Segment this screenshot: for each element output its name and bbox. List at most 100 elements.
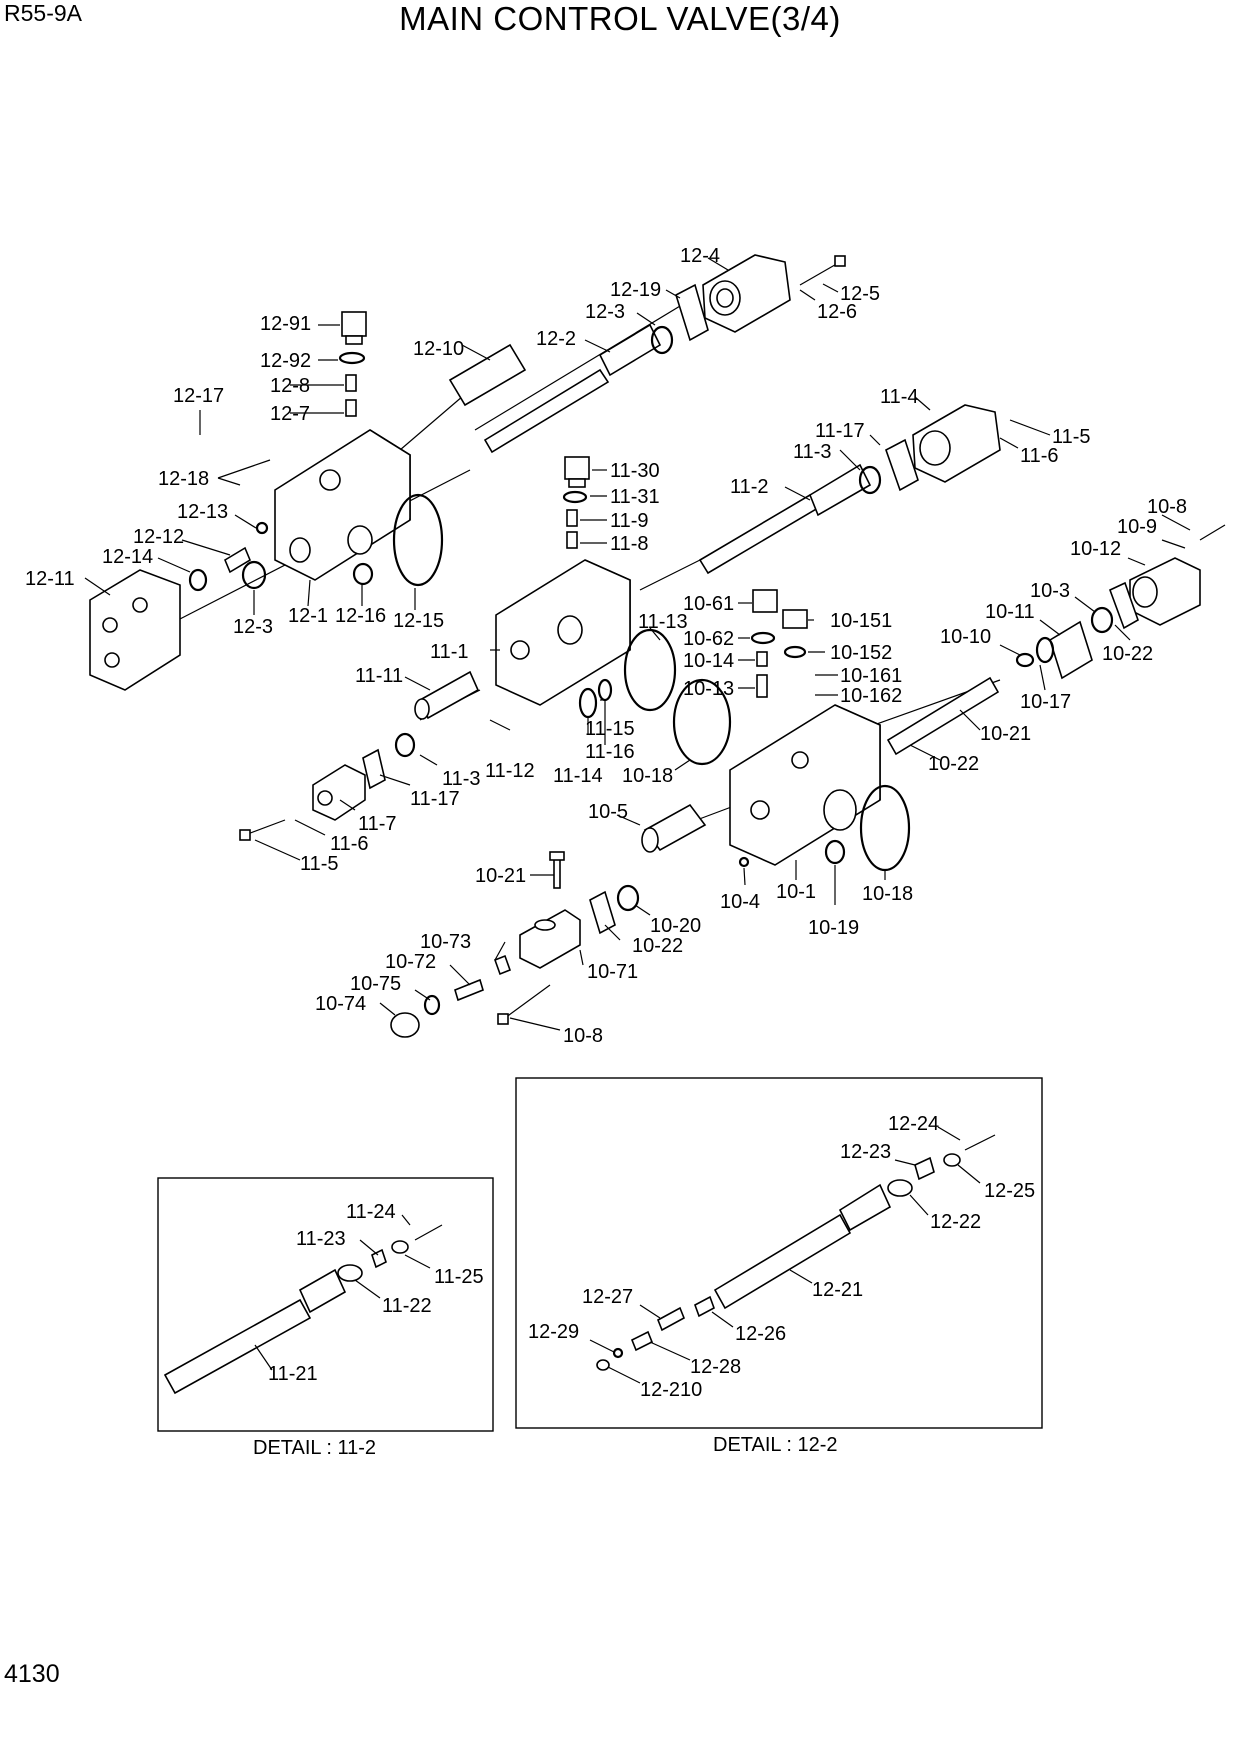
callout-11-5b: 11-5 bbox=[300, 853, 339, 875]
callout-11-3b: 11-3 bbox=[442, 768, 481, 790]
callout-12-6: 12-6 bbox=[817, 301, 857, 323]
callout-10-22c: 10-22 bbox=[632, 935, 683, 957]
detail-caption-11-2: DETAIL : 11-2 bbox=[253, 1437, 376, 1459]
model-number: R55-9A bbox=[4, 0, 82, 26]
callout-12-22: 12-22 bbox=[930, 1211, 981, 1233]
callout-10-12: 10-12 bbox=[1070, 538, 1121, 560]
callout-11-1: 11-1 bbox=[430, 641, 469, 663]
callout-10-62: 10-62 bbox=[683, 628, 734, 650]
callout-11-16: 11-16 bbox=[585, 741, 635, 763]
callout-10-21: 10-21 bbox=[980, 723, 1031, 745]
callout-10-8b: 10-8 bbox=[563, 1025, 603, 1047]
callout-12-2: 12-2 bbox=[536, 328, 576, 350]
callout-12-12: 12-12 bbox=[133, 526, 184, 548]
callout-10-4: 10-4 bbox=[720, 891, 760, 913]
callout-10-18b: 10-18 bbox=[862, 883, 913, 905]
callout-11-5: 11-5 bbox=[1052, 426, 1091, 448]
callout-12-8: 12-8 bbox=[270, 375, 310, 397]
callout-10-10: 10-10 bbox=[940, 626, 991, 648]
callout-10-161: 10-161 bbox=[840, 665, 902, 687]
callout-10-74: 10-74 bbox=[315, 993, 366, 1015]
detail-frame-11-2 bbox=[157, 1177, 494, 1432]
callout-10-1: 10-1 bbox=[776, 881, 816, 903]
callout-12-21: 12-21 bbox=[812, 1279, 863, 1301]
callout-12-13: 12-13 bbox=[177, 501, 228, 523]
callout-10-162: 10-162 bbox=[840, 685, 902, 707]
callout-10-13: 10-13 bbox=[683, 678, 734, 700]
callout-11-14: 11-14 bbox=[553, 765, 603, 787]
callout-10-75: 10-75 bbox=[350, 973, 401, 995]
callout-11-17: 11-17 bbox=[815, 420, 865, 442]
page-title: MAIN CONTROL VALVE(3/4) bbox=[399, 0, 841, 37]
callout-11-9: 11-9 bbox=[610, 510, 649, 532]
callout-12-17: 12-17 bbox=[173, 385, 224, 407]
callout-11-13: 11-13 bbox=[638, 611, 688, 633]
callout-11-22: 11-22 bbox=[382, 1295, 432, 1317]
callout-10-73: 10-73 bbox=[420, 931, 471, 953]
detail-frame-12-2 bbox=[515, 1077, 1043, 1429]
callout-12-25: 12-25 bbox=[984, 1180, 1035, 1202]
callout-12-11: 12-11 bbox=[25, 568, 75, 590]
callout-12-27: 12-27 bbox=[582, 1286, 633, 1308]
callout-11-2: 11-2 bbox=[730, 476, 769, 498]
callout-10-5: 10-5 bbox=[588, 801, 628, 823]
callout-11-23: 11-23 bbox=[296, 1228, 346, 1250]
callout-10-14: 10-14 bbox=[683, 650, 734, 672]
callout-12-92: 12-92 bbox=[260, 350, 311, 372]
callout-12-4: 12-4 bbox=[680, 245, 720, 267]
callout-12-15: 12-15 bbox=[393, 610, 444, 632]
callout-12-16: 12-16 bbox=[335, 605, 386, 627]
callout-10-152: 10-152 bbox=[830, 642, 892, 664]
callout-10-71: 10-71 bbox=[587, 961, 638, 983]
callout-10-17: 10-17 bbox=[1020, 691, 1071, 713]
callout-12-23: 12-23 bbox=[840, 1141, 891, 1163]
callout-12-14: 12-14 bbox=[102, 546, 153, 568]
callout-11-25: 11-25 bbox=[434, 1266, 484, 1288]
callout-11-30: 11-30 bbox=[610, 460, 660, 482]
callout-11-4: 11-4 bbox=[880, 386, 919, 408]
callout-11-17b: 11-17 bbox=[410, 788, 460, 810]
callout-12-19: 12-19 bbox=[610, 279, 661, 301]
callout-12-210: 12-210 bbox=[640, 1379, 702, 1401]
callout-12-26: 12-26 bbox=[735, 1323, 786, 1345]
callout-12-1: 12-1 bbox=[288, 605, 328, 627]
callout-11-11: 11-11 bbox=[355, 665, 403, 687]
callout-10-61: 10-61 bbox=[683, 593, 734, 615]
callout-12-7: 12-7 bbox=[270, 403, 310, 425]
callout-11-6: 11-6 bbox=[1020, 445, 1059, 467]
detail-caption-12-2: DETAIL : 12-2 bbox=[713, 1434, 838, 1456]
callout-12-10: 12-10 bbox=[413, 338, 464, 360]
callout-10-9: 10-9 bbox=[1117, 516, 1157, 538]
callout-11-3: 11-3 bbox=[793, 441, 832, 463]
callout-10-22: 10-22 bbox=[1102, 643, 1153, 665]
callout-12-28: 12-28 bbox=[690, 1356, 741, 1378]
callout-12-91: 12-91 bbox=[260, 313, 311, 335]
callout-12-3: 12-3 bbox=[585, 301, 625, 323]
callout-11-24: 11-24 bbox=[346, 1201, 396, 1223]
callout-10-151: 10-151 bbox=[830, 610, 892, 632]
callout-10-3: 10-3 bbox=[1030, 580, 1070, 602]
callout-10-21b: 10-21 bbox=[475, 865, 526, 887]
callout-10-19: 10-19 bbox=[808, 917, 859, 939]
callout-12-3b: 12-3 bbox=[233, 616, 273, 638]
callout-12-24: 12-24 bbox=[888, 1113, 939, 1135]
callout-10-20: 10-20 bbox=[650, 915, 701, 937]
leader-lines bbox=[84, 257, 1191, 1384]
callout-12-5: 12-5 bbox=[840, 283, 880, 305]
exploded-parts-drawing bbox=[89, 254, 1226, 1038]
callout-11-15: 11-15 bbox=[585, 718, 635, 740]
callout-11-31: 11-31 bbox=[610, 486, 660, 508]
page-number: 4130 bbox=[4, 1660, 60, 1688]
callout-labels: 12-4 12-5 12-6 12-19 12-3 12-91 12-92 12… bbox=[25, 245, 1187, 1459]
callout-10-11: 10-11 bbox=[985, 601, 1035, 623]
callout-12-29: 12-29 bbox=[528, 1321, 579, 1343]
callout-11-8: 11-8 bbox=[610, 533, 649, 555]
callout-10-18: 10-18 bbox=[622, 765, 673, 787]
callout-12-18: 12-18 bbox=[158, 468, 209, 490]
callout-10-8: 10-8 bbox=[1147, 496, 1187, 518]
callout-11-21: 11-21 bbox=[268, 1363, 318, 1385]
callout-11-7: 11-7 bbox=[358, 813, 397, 835]
callout-11-12: 11-12 bbox=[485, 760, 535, 782]
callout-11-6b: 11-6 bbox=[330, 833, 369, 855]
